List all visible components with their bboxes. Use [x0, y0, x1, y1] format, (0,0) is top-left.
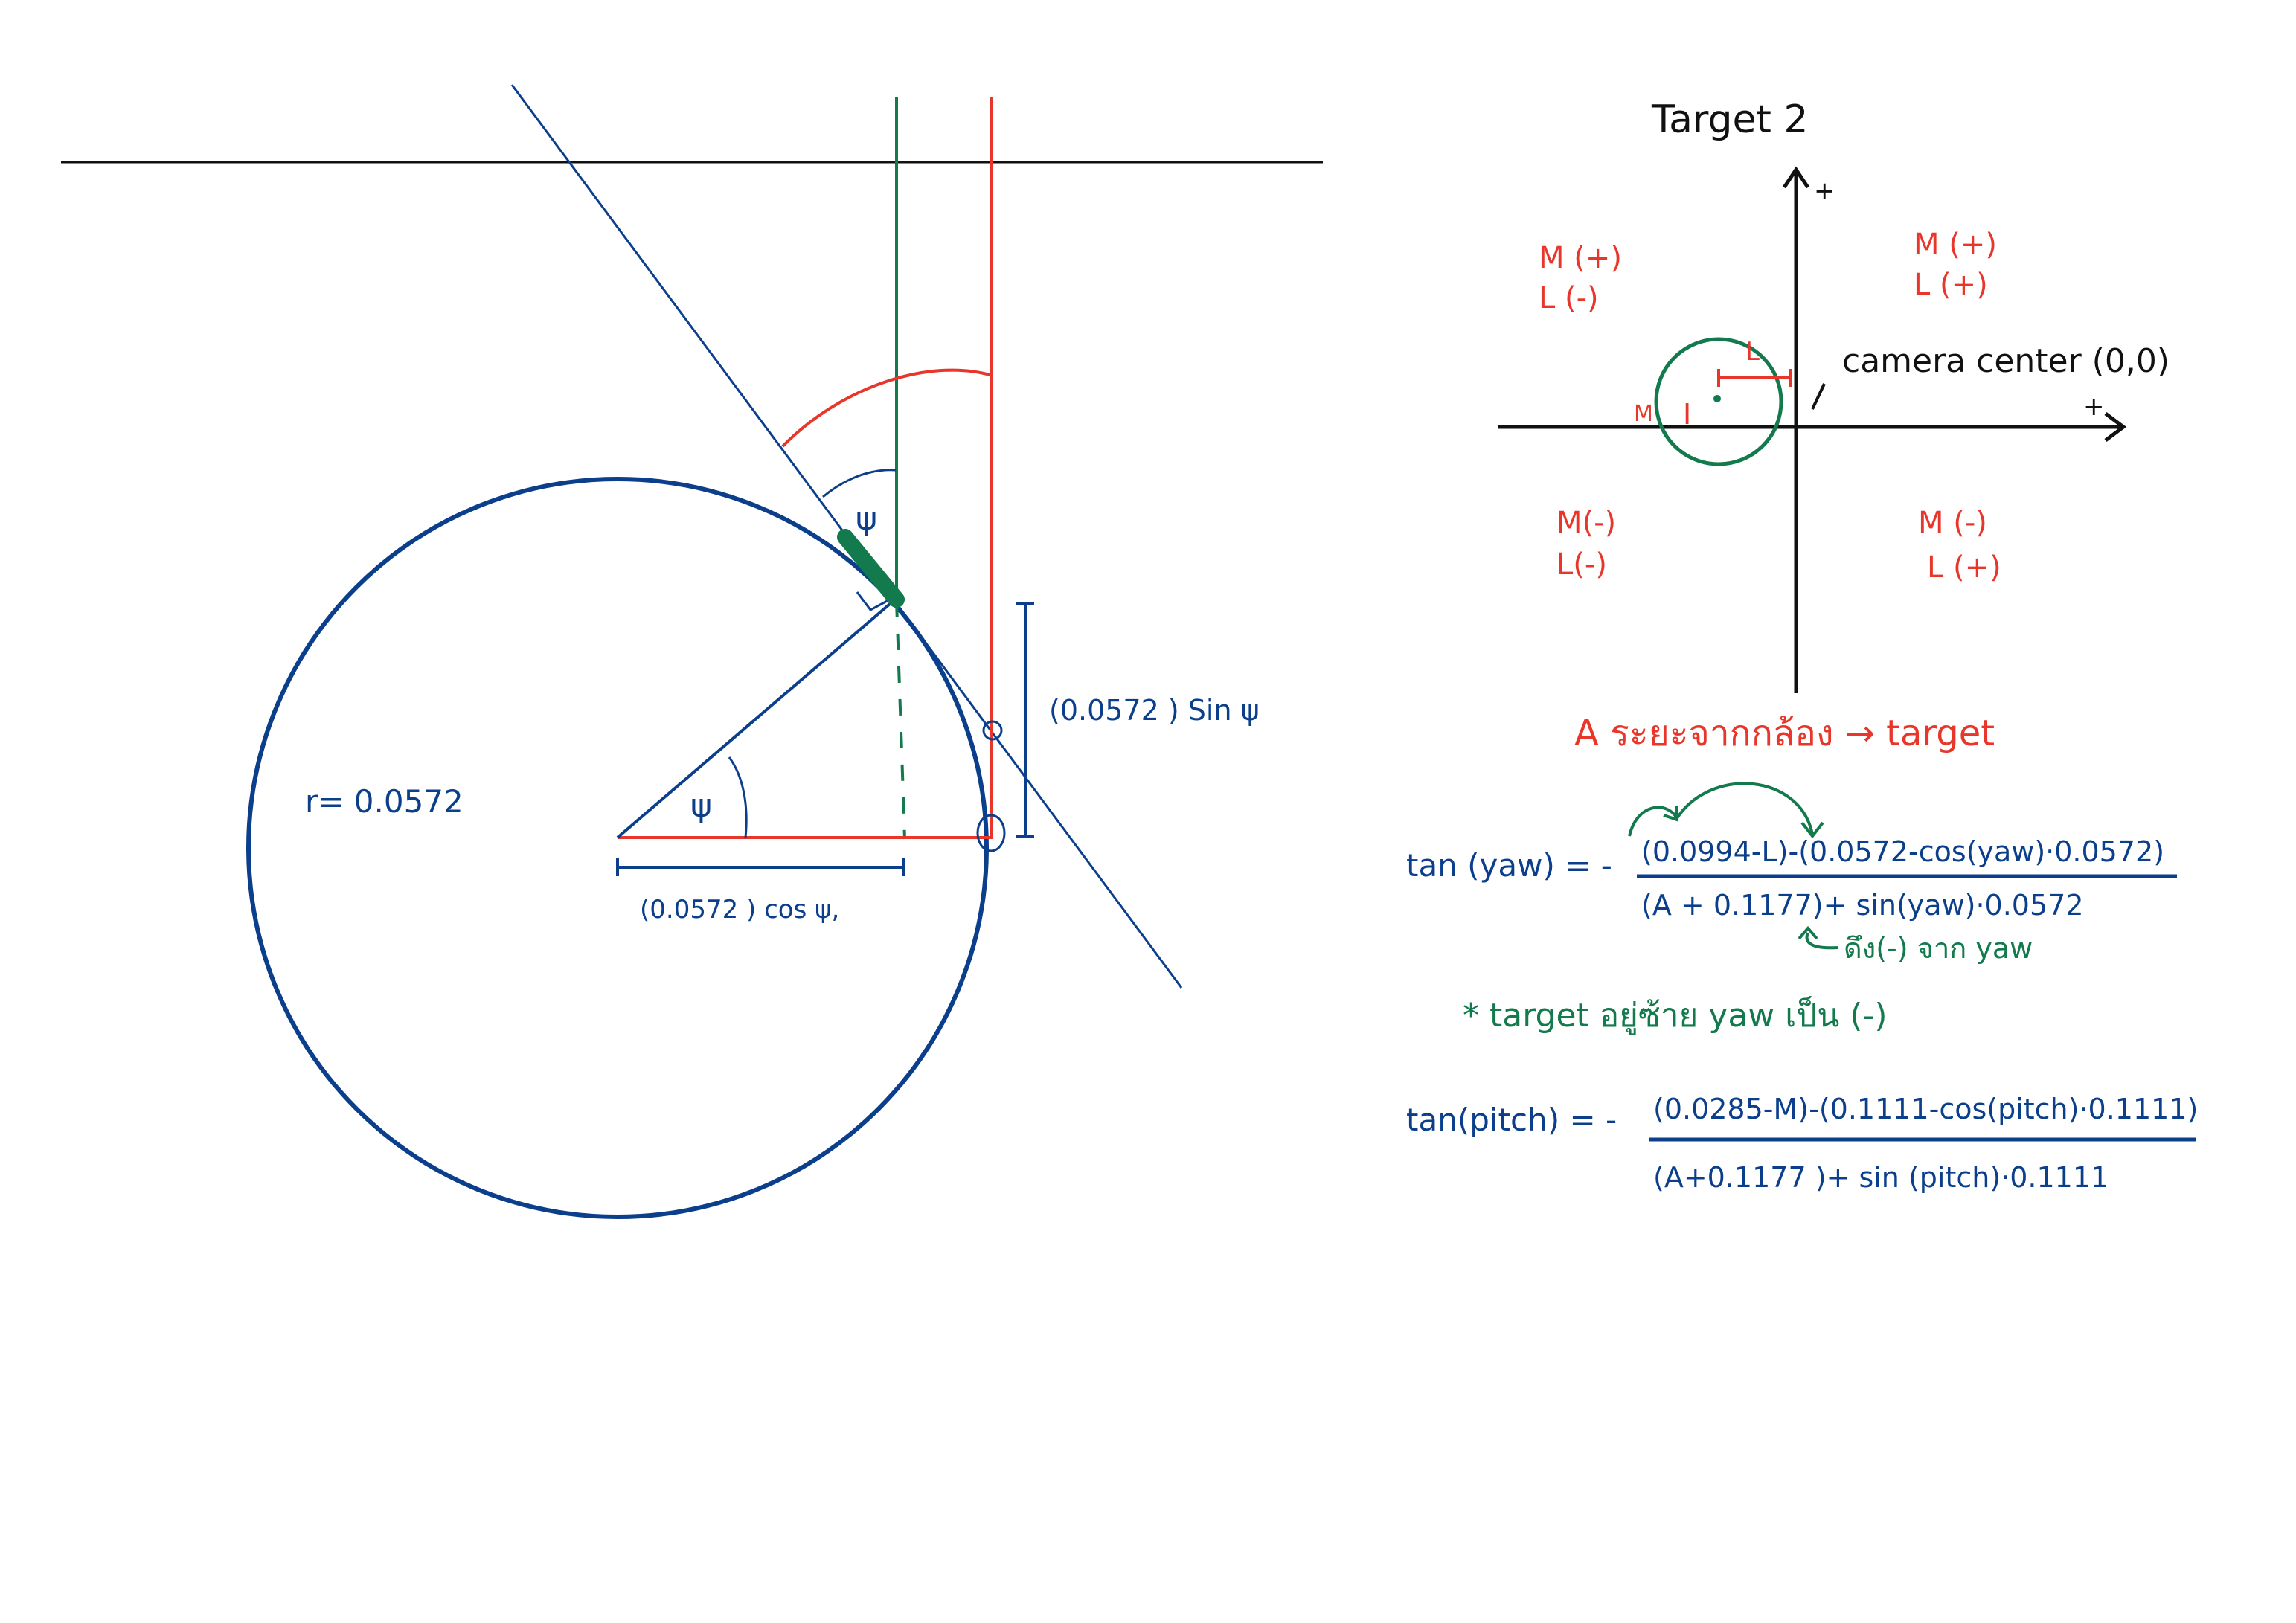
l-marker-label: L: [1745, 337, 1760, 367]
q-bottom-left-m: M(-): [1556, 506, 1616, 540]
psi-arc-top: [822, 469, 897, 498]
pitch-lhs: tan(pitch) = -: [1406, 1102, 1617, 1138]
yaw-denominator: (A + 0.1177)+ sin(yaw)·0.0572: [1641, 889, 2084, 922]
panel-title: Target 2: [1651, 97, 1809, 142]
green-arrow-left-head: [1663, 806, 1678, 822]
radius-label: r= 0.0572: [305, 783, 464, 820]
x-axis-arrowhead: [2104, 412, 2127, 442]
psi-arc-center: [728, 756, 748, 838]
y-axis-arrowhead: [1782, 166, 1810, 189]
m-marker-label: M: [1634, 401, 1653, 427]
yaw-lhs: tan (yaw) = -: [1406, 847, 1612, 884]
camera-center-label: camera center (0,0): [1842, 342, 2170, 380]
intersection-circle-upper: [982, 720, 1003, 741]
axes-labels: Target 2 + + M (+) L (-) M (+) L (+) M(-…: [1539, 97, 2170, 585]
green-arrow-left: [1628, 806, 1678, 837]
radius-line: [616, 602, 891, 839]
psi-label-top: ψ: [856, 500, 877, 538]
left-geometry: [61, 84, 1323, 1219]
pull-note: ดึง(-) จาก yaw: [1844, 932, 2033, 965]
q-bottom-left-l: L(-): [1556, 547, 1607, 582]
green-dashed-line: [895, 600, 906, 840]
camera-pointer-line: [1811, 383, 1826, 410]
q-bottom-right-m: M (-): [1918, 506, 1987, 540]
green-pull-arrow-head: [1798, 925, 1818, 940]
sin-label: (0.0572 ) Sin ψ: [1049, 694, 1260, 727]
green-pull-arrow: [1805, 932, 1838, 950]
q-top-left-m: M (+): [1539, 241, 1622, 275]
green-arrow-right-head: [1800, 821, 1824, 839]
intersection-circle-lower: [976, 814, 1006, 852]
left-labels: r= 0.0572 ψ ψ (0.0572 ) Sin ψ (0.0572 ) …: [305, 500, 1260, 925]
green-arrow-right: [1675, 782, 1814, 835]
star-note: * target อยู่ซ้าย yaw เป็น (-): [1463, 996, 1888, 1035]
pitch-numerator: (0.0285-M)-(0.1111-cos(pitch)·0.1111): [1653, 1093, 2198, 1125]
y-plus-sign: +: [1814, 176, 1835, 206]
target-circle: [1654, 337, 1783, 466]
q-top-left-l: L (-): [1539, 281, 1599, 315]
green-object-segment: [837, 529, 905, 608]
target-center-dot: [1713, 395, 1721, 402]
yaw-numerator: (0.0994-L)-(0.0572-cos(yaw)·0.0572): [1641, 835, 2164, 868]
x-plus-sign: +: [2083, 392, 2105, 422]
q-top-right-l: L (+): [1914, 268, 1988, 302]
notes-and-equations: A ระยะจากกล้อง → target tan (yaw) = - (0…: [1406, 713, 2198, 1194]
psi-label-center: ψ: [690, 787, 712, 825]
cos-label: (0.0572 ) cos ψ,: [640, 895, 839, 925]
right-angle-marker: [856, 591, 891, 611]
i-marker-label: I: [1683, 398, 1691, 431]
q-bottom-right-l: L (+): [1927, 550, 2001, 585]
q-top-right-m: M (+): [1914, 228, 1997, 262]
a-definition-note: A ระยะจากกล้อง → target: [1574, 713, 1995, 754]
red-angle-arc: [781, 368, 993, 448]
main-circle: [246, 477, 989, 1219]
pitch-denominator: (A+0.1177 )+ sin (pitch)·0.1111: [1653, 1161, 2109, 1194]
axes-panel: [1498, 166, 2127, 693]
